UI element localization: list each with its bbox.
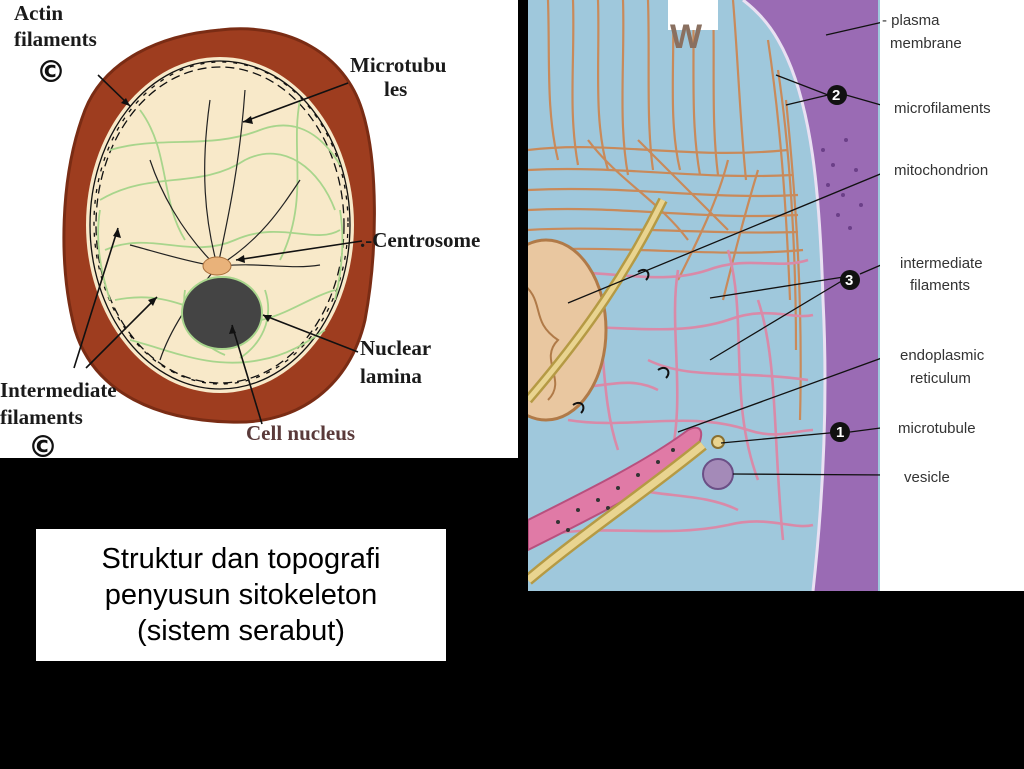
intermediate-label-line1: Intermediate [0, 378, 117, 402]
badge-1-text: 1 [836, 424, 844, 441]
detail-diagram-svg: W 2 3 1 [528, 0, 1024, 591]
cell-nucleus [181, 276, 263, 350]
microtubules-label-line2: les [384, 77, 407, 101]
mitochondrion-label: mitochondrion [894, 162, 988, 179]
caption-box: Struktur dan topografi penyusun sitokele… [36, 529, 446, 661]
cytoplasm [86, 57, 354, 393]
left-pointer-lines [73, 74, 363, 425]
left-pointer-arrowheads [113, 98, 272, 334]
membrane-speckle [821, 138, 863, 230]
endoplasmic-reticulum [528, 426, 703, 552]
copyright-mark-top: © [36, 55, 66, 90]
caption-text: Struktur dan topografi penyusun sitokele… [102, 541, 381, 649]
nuclear-lamina-label-line1: Nuclear [360, 336, 431, 360]
vesicle [702, 458, 734, 490]
microfilaments-label: microfilaments [894, 100, 991, 117]
plasma-membrane [743, 0, 878, 591]
microfilament-bundle [528, 0, 804, 421]
caption-line-1: Struktur dan topografi [101, 543, 381, 575]
watermark-box [668, 0, 718, 30]
intermediate-label-line2: filaments [0, 405, 83, 429]
cell-cytoskeleton-diagram: Actin filaments © Microtubu les .-Centro… [0, 0, 518, 458]
caption-line-2: penyusun sitokeleton [104, 579, 378, 611]
nuclear-lamina-label-line2: lamina [360, 364, 422, 388]
cell-diagram-svg: Actin filaments © Microtubu les .-Centro… [0, 1, 480, 458]
small-particles [572, 268, 670, 414]
membrane-edge [742, 0, 827, 591]
actin-cortex [89, 60, 351, 390]
cytoskeleton-detail-diagram: W 2 3 1 [528, 0, 1024, 591]
intermediate-filaments-label-line1: intermediate [900, 255, 983, 272]
right-label-column [880, 0, 1024, 591]
actin-label-line1: Actin [14, 1, 63, 25]
actin-label-line2: filaments [14, 27, 97, 51]
badge-2-text: 2 [832, 87, 840, 104]
badge-intermediate: 3 [840, 270, 860, 290]
plasma-membrane-label-line2: membrane [890, 35, 962, 52]
endoplasmic-reticulum-label-line1: endoplasmic [900, 347, 985, 364]
microtubules-label-line1: Microtubu [350, 53, 447, 77]
copyright-mark-bottom: © [28, 430, 58, 458]
endoplasmic-reticulum-label-line2: reticulum [910, 370, 971, 387]
badge-microfilaments: 2 [827, 85, 847, 105]
centrosome [202, 256, 232, 276]
cell-nucleus-label: Cell nucleus [246, 421, 355, 445]
intermediate-filaments-label-line2: filaments [910, 277, 970, 294]
vesicle-label: vesicle [904, 469, 950, 486]
centrosome-label: .-Centrosome [360, 228, 480, 252]
watermark-letter: W [670, 18, 703, 56]
badge-microtubule: 1 [830, 422, 850, 442]
microtubule-tube [528, 197, 725, 585]
caption-line-3: (sistem serabut) [137, 615, 345, 647]
microtubule-label: microtubule [898, 420, 976, 437]
badge-3-text: 3 [845, 272, 853, 289]
plasma-membrane-label-line1: - plasma [882, 12, 940, 29]
